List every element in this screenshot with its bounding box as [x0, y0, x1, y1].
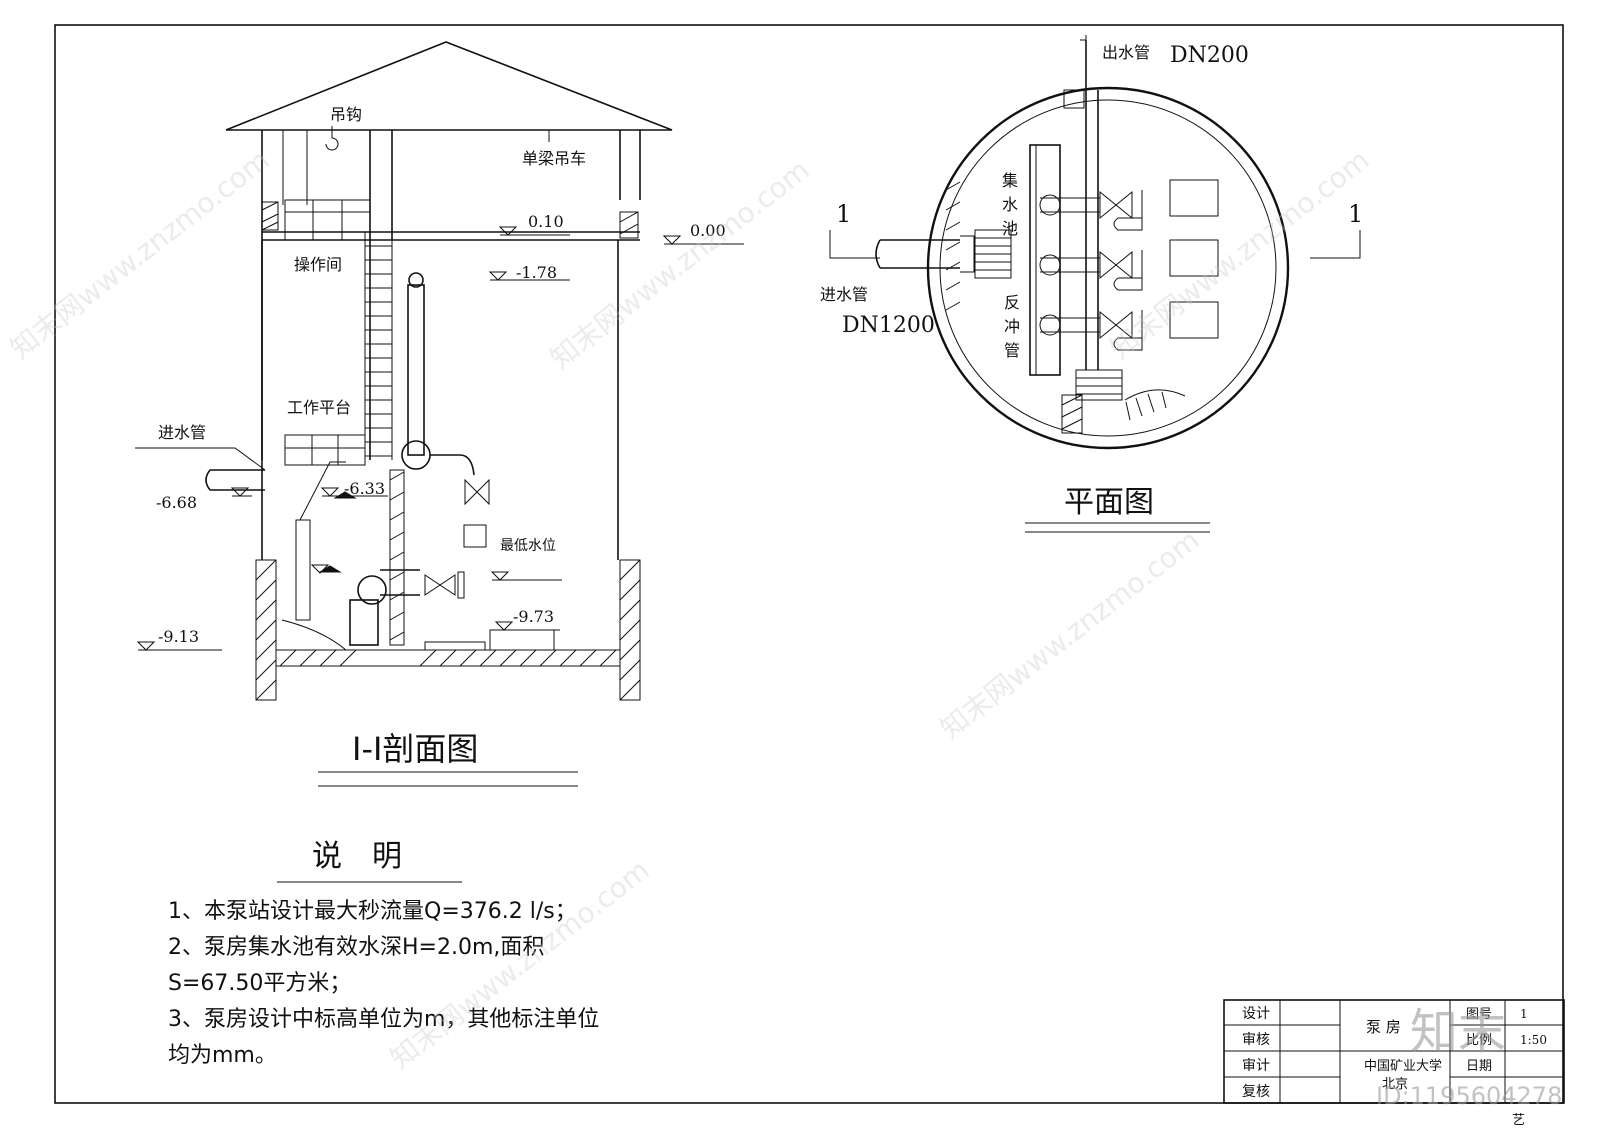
section-mark-left: 1 [836, 200, 851, 228]
roof [225, 41, 673, 131]
label-hook: 吊钩 [330, 105, 362, 124]
label-inlet-plan: 进水管 [820, 285, 868, 304]
notes-title: 说 明 [312, 839, 402, 874]
pump-column [407, 284, 425, 456]
hook-icon [325, 126, 339, 151]
work-platform [284, 434, 366, 466]
tb-drawing-name: 泵 房 [1366, 1018, 1401, 1036]
motor-box-2 [1169, 239, 1219, 277]
elev-minus-6-33: -6.33 [344, 479, 385, 498]
stair-plan [1075, 369, 1123, 401]
note-line-5: 均为mm。 [168, 1043, 277, 1068]
label-backflush-2: 冲 [1004, 317, 1020, 336]
watermark-4: 知末网www.znzmo.com [934, 523, 1206, 745]
tb-drawing-no: 1 [1520, 1007, 1528, 1021]
tb-scale: 1:50 [1520, 1033, 1547, 1047]
watermark-1: 知末网www.znzmo.com [4, 143, 276, 365]
label-inlet: 进水管 [158, 423, 206, 442]
label-control-room: 操作间 [294, 255, 342, 274]
label-backflush-1: 反 [1004, 293, 1020, 312]
section-view [135, 41, 744, 787]
inlet-pipe-plan [880, 239, 960, 269]
tb-role-audit: 审计 [1242, 1058, 1270, 1074]
tb-role-check: 复核 [1242, 1083, 1270, 1100]
note-line-4: 3、泵房设计中标高单位为m，其他标注单位 [168, 1007, 599, 1032]
watermark-id: ID:1195604278 [1376, 1082, 1562, 1110]
sump-channel [1029, 144, 1061, 376]
section-title: I-I剖面图 [352, 730, 478, 768]
tb-org-city: 北京 [1382, 1077, 1408, 1092]
label-sump-3: 池 [1002, 219, 1018, 238]
label-sump-1: 集 [1002, 171, 1018, 190]
foundation-walls [255, 559, 641, 701]
label-backflush-3: 管 [1004, 341, 1020, 360]
label-inlet-dn: DN1200 [842, 313, 935, 338]
watermark-logo: 知末 [1410, 1004, 1506, 1060]
tb-org: 中国矿业大学 [1364, 1058, 1442, 1074]
elev-minus-1-78: -1.78 [516, 263, 557, 282]
label-sump-2: 水 [1002, 195, 1018, 214]
motor-box-1 [1169, 179, 1219, 217]
watermark-2: 知末网www.znzmo.com [544, 153, 816, 375]
label-platform: 工作平台 [287, 398, 351, 417]
elev-0-00: 0.00 [690, 221, 726, 240]
label-crane: 单梁吊车 [522, 149, 586, 168]
tb-role-review: 审核 [1242, 1032, 1270, 1048]
elev-0-10: 0.10 [528, 212, 564, 231]
crane-icon [544, 129, 554, 142]
tb-role-design: 设计 [1242, 1006, 1270, 1022]
label-lowest-level: 最低水位 [500, 538, 556, 554]
elev-minus-6-68: -6.68 [156, 493, 197, 512]
window-grid [284, 199, 371, 241]
elev-minus-9-73: -9.73 [513, 607, 554, 626]
tb-suffix: 艺 [1512, 1113, 1525, 1128]
ladder [365, 245, 392, 457]
title-block [1223, 999, 1565, 1104]
tb-field-date: 日期 [1466, 1059, 1492, 1074]
section-mark-right: 1 [1348, 200, 1363, 228]
tb-field-scale: 比例 [1466, 1033, 1492, 1048]
watermark-3: 知末网www.znzmo.com [1104, 143, 1376, 365]
plan-title: 平面图 [1064, 485, 1154, 520]
note-line-3: S=67.50平方米； [168, 971, 351, 996]
label-outlet-dn: DN200 [1170, 43, 1249, 68]
drawing-border [54, 24, 1564, 1104]
elevation-markers [136, 226, 744, 651]
label-outlet: 出水管 [1102, 43, 1150, 62]
note-line-1: 1、本泵站设计最大秒流量Q=376.2 l/s； [168, 899, 577, 924]
elev-minus-9-13: -9.13 [158, 627, 199, 646]
valve-icon [464, 478, 490, 506]
motor-box-3 [1169, 301, 1219, 339]
inlet-pipe [210, 469, 265, 491]
watermark-5: 知末网www.znzmo.com [384, 853, 656, 1075]
tb-field-drawing-no: 图号 [1466, 1007, 1492, 1022]
note-line-2: 2、泵房集水池有效水深H=2.0m,面积 [168, 935, 544, 960]
plan-view [829, 35, 1361, 533]
pump-units [1039, 190, 1143, 351]
